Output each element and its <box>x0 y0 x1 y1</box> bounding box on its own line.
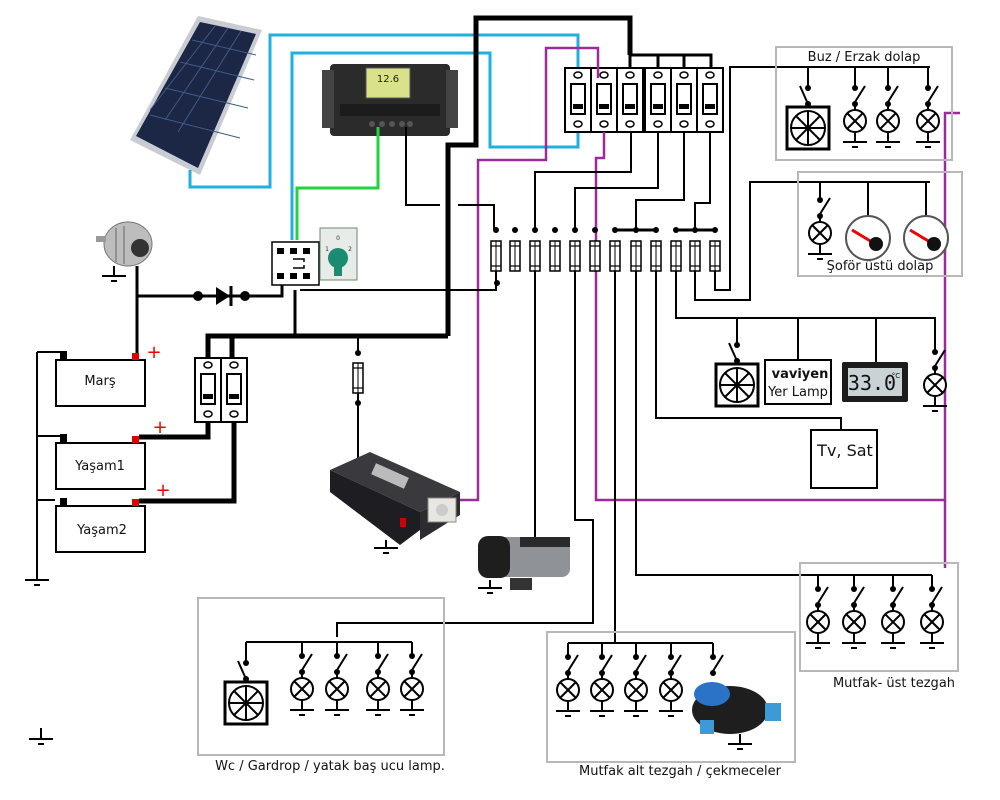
fuse-block <box>490 227 721 272</box>
lamp-icon <box>922 348 948 412</box>
group-mutfak-alt: Mutfak alt tezgah / çekmeceler <box>546 631 796 779</box>
group-label: Mutfak alt tezgah / çekmeceler <box>579 764 782 779</box>
lamp-icon <box>841 585 867 649</box>
group-sofor-ustu: Şoför üstü dolap <box>797 171 963 277</box>
gauge-icon <box>903 215 949 261</box>
battery-label: Marş <box>84 374 116 389</box>
svg-text:0: 0 <box>336 235 340 242</box>
svg-text:vaviyen: vaviyen <box>772 367 829 382</box>
solar-wire-1 <box>188 33 580 189</box>
mutfak-ust-feed <box>635 271 810 576</box>
lamp-icon <box>805 585 831 649</box>
fan-icon <box>785 83 831 151</box>
lamp-icon <box>365 652 391 716</box>
water-pump-icon <box>692 682 781 734</box>
lamp-icon <box>842 84 868 148</box>
svg-text:Tv, Sat: Tv, Sat <box>816 441 873 460</box>
battery-label: Yaşam2 <box>76 523 127 538</box>
battery-label: Yaşam1 <box>74 459 125 474</box>
relay <box>271 241 320 286</box>
positive-terminal-mark: + <box>146 342 161 363</box>
tv-sat-box: Tv, Sat <box>810 429 878 489</box>
battery-yasam2: Yaşam2 + <box>55 480 171 553</box>
group-buz-erzak: Buz / Erzak dolap <box>775 46 953 161</box>
svg-text:33.0: 33.0 <box>848 371 896 395</box>
fan-icon <box>223 658 269 726</box>
battery-mars: Marş + <box>55 342 162 407</box>
breaker-bus <box>630 53 713 68</box>
wc-feed <box>336 271 594 637</box>
lamp-icon <box>880 585 906 649</box>
lamp-icon <box>589 653 615 717</box>
ac-wire-2 <box>460 46 600 502</box>
positive-terminal-mark: + <box>155 480 170 501</box>
lamp-icon <box>807 196 833 260</box>
lamp-icon <box>875 84 901 148</box>
lamp-icon <box>324 652 350 716</box>
lamp-icon <box>658 653 684 717</box>
main-bus <box>445 15 633 336</box>
alternator <box>96 221 153 267</box>
battery-yasam1: Yaşam1 + <box>55 417 168 490</box>
group-wc-gardrop: Wc / Gardrop / yatak baş ucu lamp. <box>197 597 445 774</box>
gauge-icon <box>845 215 891 261</box>
svg-text:2: 2 <box>348 246 352 253</box>
tv-feed <box>655 271 842 430</box>
lamp-icon <box>289 652 315 716</box>
breaker-panel-top <box>564 67 724 133</box>
fan-icon <box>714 340 760 408</box>
solar-panel <box>130 16 262 175</box>
controller-wire <box>295 127 380 240</box>
ac-wire-1 <box>594 111 960 502</box>
svg-text:Yer Lamp: Yer Lamp <box>767 385 828 400</box>
svg-text:°C: °C <box>892 372 901 380</box>
svg-text:1: 1 <box>325 246 329 253</box>
thermometer-display: 33.0 °C <box>842 362 908 402</box>
diode <box>193 286 250 306</box>
lamp-icon <box>399 652 425 716</box>
controller-output-wire <box>405 127 440 206</box>
middle-feed <box>675 271 936 350</box>
group-label: Mutfak- üst tezgah <box>833 676 955 691</box>
group-mutfak-ust: Mutfak- üst tezgah <box>799 562 959 691</box>
group-label: Wc / Gardrop / yatak baş ucu lamp. <box>215 759 445 774</box>
positive-terminal-mark: + <box>152 417 167 438</box>
lamp-icon <box>915 84 941 148</box>
lamp-icon <box>555 653 581 717</box>
inverter <box>330 452 460 545</box>
lamp-icon <box>919 585 945 649</box>
battery-selector-switch[interactable]: 0 1 2 <box>319 227 358 281</box>
buz-feed <box>714 66 930 291</box>
lamp-icon <box>623 653 649 717</box>
group-label: Buz / Erzak dolap <box>808 50 921 65</box>
solar-wire-2 <box>290 51 580 240</box>
ground-icon <box>28 728 54 745</box>
group-label: Şoför üstü dolap <box>827 259 934 274</box>
main-breakers <box>194 357 248 423</box>
diesel-air-heater <box>478 536 570 590</box>
sofor-feed <box>694 181 930 301</box>
controller-display: 12.6 <box>377 74 399 85</box>
lamp-box: vaviyen Yer Lamp <box>764 359 832 405</box>
charge-controller: 12.6 <box>322 64 458 136</box>
